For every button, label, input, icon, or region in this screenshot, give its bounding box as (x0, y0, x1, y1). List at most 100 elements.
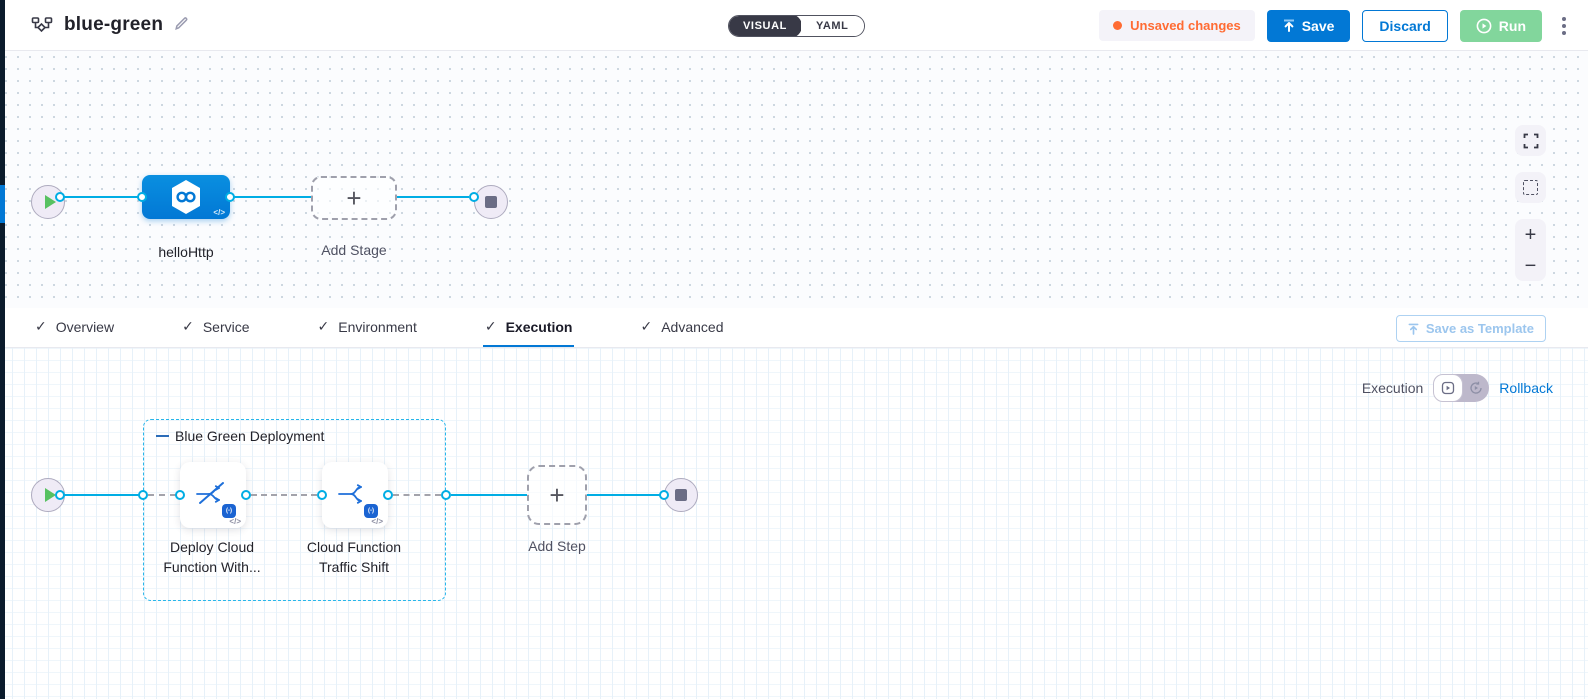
yaml-toggle[interactable]: YAML (800, 16, 864, 36)
connector (234, 196, 311, 198)
discard-label: Discard (1379, 17, 1431, 34)
left-rail (0, 0, 5, 699)
start-out-port (55, 192, 65, 202)
step1-out-port (241, 490, 251, 500)
end-in-port (469, 192, 479, 202)
tab-label: Advanced (661, 318, 724, 335)
start-play-icon (44, 195, 56, 209)
check-icon: ✓ (182, 318, 194, 334)
plus-icon: + (346, 183, 362, 213)
fullscreen-button[interactable] (1515, 125, 1546, 156)
stage-graph-canvas[interactable]: </> + helloHttp Add Stage (0, 51, 1588, 308)
stage-out-port (225, 192, 235, 202)
add-step-button[interactable]: + (527, 465, 587, 525)
page-title: blue-green (64, 14, 164, 35)
zoom-in-button[interactable]: + (1515, 219, 1546, 250)
dashed-connector (393, 494, 441, 496)
tab-service[interactable]: ✓ Service (180, 308, 251, 347)
upload-icon (1283, 19, 1295, 32)
zoom-out-button[interactable]: − (1515, 250, 1546, 281)
rollback-link[interactable]: Rollback (1499, 380, 1553, 396)
pipeline-start-node[interactable] (31, 185, 65, 219)
tab-advanced[interactable]: ✓ Advanced (638, 308, 725, 347)
stage-code-icon: </> (213, 208, 225, 217)
tab-overview[interactable]: ✓ Overview (33, 308, 116, 347)
unsaved-changes-badge: Unsaved changes (1099, 10, 1255, 41)
function-badge-icon: (-) (222, 504, 236, 518)
save-button[interactable]: Save (1266, 9, 1351, 42)
start-play-icon (44, 488, 56, 502)
more-options-button[interactable] (1554, 11, 1574, 41)
step-cloud-function-traffic-shift[interactable]: (-) </> (322, 462, 388, 528)
connector (397, 196, 469, 198)
save-as-template-label: Save as Template (1425, 321, 1534, 336)
run-label: Run (1498, 17, 1526, 34)
connector (64, 196, 139, 198)
execution-mode-label: Execution (1361, 380, 1424, 396)
template-upload-icon (1408, 323, 1419, 335)
step-group-title: Blue Green Deployment (175, 428, 325, 444)
step2-in-port (317, 490, 327, 500)
dashed-connector (148, 494, 176, 496)
rollback-mode-icon (1463, 381, 1489, 395)
save-as-template-button[interactable]: Save as Template (1395, 315, 1546, 342)
run-play-icon (1476, 18, 1492, 34)
tab-label: Execution (505, 318, 573, 335)
stage-hexagon-icon (169, 178, 203, 216)
add-step-label: Add Step (528, 538, 586, 554)
step-code-icon: </> (229, 517, 241, 526)
fullscreen-icon (1523, 133, 1539, 149)
execution-rollback-toggle[interactable] (1433, 374, 1490, 402)
step2-name-label: Cloud Function Traffic Shift (306, 539, 402, 575)
save-label: Save (1301, 17, 1335, 34)
collapse-group-icon[interactable] (156, 434, 169, 438)
check-icon: ✓ (484, 318, 497, 334)
step-group-blue-green[interactable]: Blue Green Deployment (143, 419, 446, 601)
fit-to-screen-button[interactable] (1515, 172, 1546, 203)
header: blue-green VISUAL YAML Unsaved changes (0, 0, 1588, 51)
pencil-icon (173, 15, 190, 35)
stage-in-port (137, 192, 147, 202)
stop-icon (675, 489, 687, 501)
plus-icon: + (549, 480, 565, 510)
stage-config-tabs: ✓ Overview ✓ Service ✓ Environment ✓ Exe… (0, 308, 1588, 348)
connector (587, 494, 663, 496)
check-icon: ✓ (640, 318, 653, 334)
step2-out-port (383, 490, 393, 500)
edit-title-button[interactable] (173, 15, 190, 35)
marquee-select-icon (1523, 180, 1538, 195)
tab-execution[interactable]: ✓ Execution (482, 308, 575, 347)
zoom-controls: + − (1515, 219, 1546, 281)
dashed-connector (251, 494, 317, 496)
step-group-header: Blue Green Deployment (156, 428, 324, 444)
step1-name-label: Deploy Cloud Function With... (163, 539, 261, 575)
pipeline-end-node[interactable] (474, 185, 508, 219)
execution-end-node[interactable] (664, 478, 698, 512)
execution-graph-canvas[interactable]: Execution Rollback (0, 348, 1588, 699)
add-stage-label: Add Stage (321, 242, 387, 258)
function-badge-icon: (-) (364, 504, 378, 518)
visual-toggle[interactable]: VISUAL (728, 16, 802, 36)
group-in-port (138, 490, 148, 500)
add-stage-button[interactable]: + (311, 176, 397, 220)
stage-name-label: helloHttp (158, 244, 214, 260)
tab-label: Service (202, 318, 250, 335)
execution-mode-row: Execution Rollback (1362, 374, 1553, 402)
check-icon: ✓ (317, 318, 330, 334)
run-button[interactable]: Run (1459, 9, 1542, 42)
tab-label: Environment (338, 318, 417, 335)
discard-button[interactable]: Discard (1362, 9, 1448, 42)
stop-icon (485, 196, 497, 208)
execution-mode-icon (1433, 374, 1464, 402)
step-deploy-cloud-function[interactable]: (-) </> (180, 462, 246, 528)
step1-in-port (175, 490, 185, 500)
start-out-port (55, 490, 65, 500)
title-group: blue-green (30, 13, 190, 37)
tab-environment[interactable]: ✓ Environment (316, 308, 419, 347)
stage-node-hellohttp[interactable]: </> (142, 175, 230, 219)
left-rail-indicator (0, 185, 5, 223)
group-out-port (441, 490, 451, 500)
kebab-icon (1562, 16, 1566, 21)
unsaved-changes-label: Unsaved changes (1130, 18, 1241, 33)
